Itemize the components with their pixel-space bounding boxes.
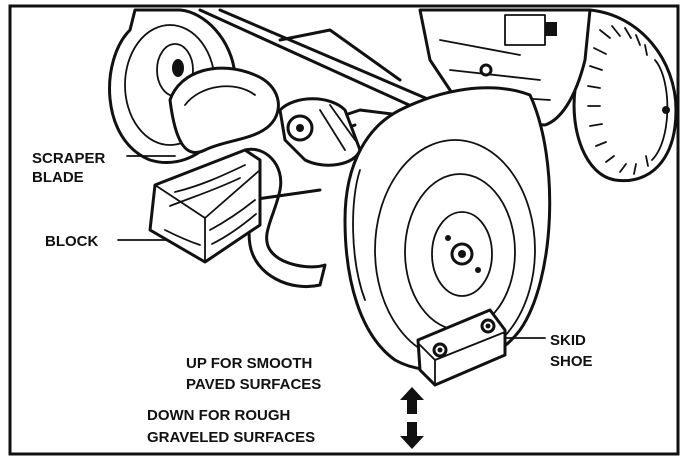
skid-shoe-illustration — [416, 308, 507, 387]
auger-housing-illustration — [343, 86, 552, 372]
skid-shoe-label-line1: SKID — [550, 332, 586, 349]
down-arrow-icon — [400, 422, 424, 449]
up-instruction-line2: PAVED SURFACES — [186, 376, 321, 393]
skid-shoe-label-line2: SHOE — [550, 353, 593, 370]
scraper-blade-label-line1: SCRAPER — [32, 150, 106, 167]
down-instruction-line2: GRAVELED SURFACES — [147, 429, 315, 446]
gearbox-illustration — [278, 97, 362, 167]
scraper-blade-label-line2: BLADE — [32, 169, 84, 186]
up-arrow-icon — [400, 387, 424, 414]
wood-block-illustration — [148, 148, 262, 264]
up-instruction-line1: UP FOR SMOOTH — [186, 355, 312, 372]
down-instruction-line1: DOWN FOR ROUGH — [147, 407, 290, 424]
block-label: BLOCK — [45, 233, 98, 250]
